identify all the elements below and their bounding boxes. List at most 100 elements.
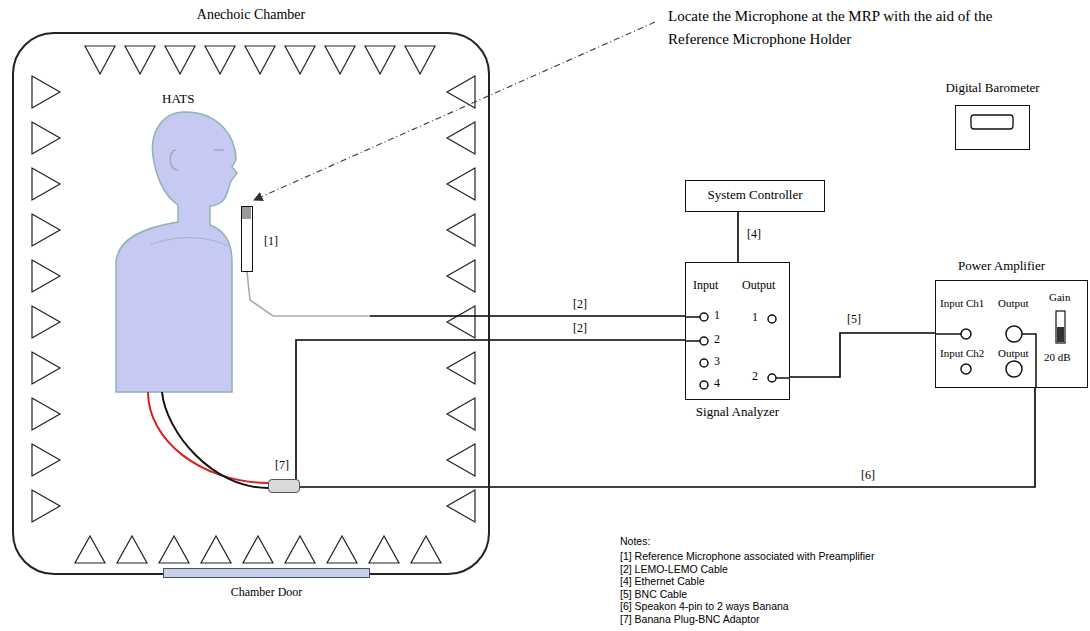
input-port — [700, 359, 708, 367]
absorber-wedge — [32, 490, 60, 522]
absorber-wedge — [32, 398, 60, 430]
callout-number: [1] — [264, 235, 278, 249]
absorber-wedge — [447, 490, 475, 522]
absorber-wedge — [32, 306, 60, 338]
device-title: Digital Barometer — [945, 81, 1039, 96]
absorber-wedge — [447, 168, 475, 200]
absorber-wedge — [325, 46, 355, 74]
absorber-wedge — [75, 536, 105, 563]
panel-label: Input Ch1 — [940, 297, 984, 310]
device-title: Power Amplifier — [958, 259, 1045, 274]
absorber-wedge — [369, 536, 399, 563]
absorber-wedge — [165, 46, 195, 74]
chamber-door: Chamber Door — [163, 568, 370, 578]
signal-analyzer: Signal AnalyzerInputOutput123412 — [685, 262, 790, 400]
panel-label: Output — [998, 297, 1029, 310]
absorber-wedge — [447, 260, 475, 292]
panel-label: Output — [998, 347, 1029, 360]
panel-label: Input Ch2 — [940, 347, 984, 360]
port-stub — [936, 333, 961, 335]
digital-barometer: Digital Barometer — [955, 105, 1030, 150]
absorber-wedge — [245, 46, 275, 74]
black-wire — [162, 392, 268, 488]
absorber-wedge — [32, 214, 60, 246]
port-group-label: Output — [742, 279, 775, 293]
note-text: [1] Reference Microphone associated with… — [620, 550, 874, 562]
absorber-wedge — [447, 76, 475, 108]
port-number: 2 — [714, 333, 720, 347]
port-stub — [1022, 334, 1036, 388]
note-text: [7] Banana Plug-BNC Adaptor — [620, 613, 760, 625]
input-port — [961, 329, 971, 339]
absorber-wedge — [85, 46, 115, 74]
output-port — [1006, 326, 1022, 342]
note-text: [6] Speakon 4-pin to 2 ways Banana — [620, 600, 789, 612]
hats-silhouette — [116, 112, 237, 392]
absorber-wedge — [285, 536, 315, 563]
cable-callout: [6] — [860, 469, 876, 483]
absorber-wedge — [32, 168, 60, 200]
absorber-wedge — [125, 46, 155, 74]
absorber-wedge — [447, 306, 475, 338]
box-label: System Controller — [708, 188, 803, 203]
device-title: Signal Analyzer — [696, 405, 779, 420]
chamber-title: Anechoic Chamber — [197, 7, 305, 23]
absorber-wedge — [32, 122, 60, 154]
note-text: [2] LEMO-LEMO Cable — [620, 563, 728, 575]
absorber-wedge — [447, 352, 475, 384]
input-port — [700, 337, 708, 345]
cable-callout: [5] — [846, 313, 862, 327]
absorber-wedge — [117, 536, 147, 563]
absorber-wedge — [447, 444, 475, 476]
port-stub — [686, 316, 700, 318]
microphone-capsule — [242, 207, 251, 219]
cable — [300, 388, 1035, 487]
absorber-wedge — [32, 260, 60, 292]
output-port — [768, 315, 776, 323]
cable — [296, 340, 685, 479]
port-number: 1 — [752, 311, 758, 325]
absorber-wedge — [285, 46, 315, 74]
absorber-wedge — [32, 352, 60, 384]
input-port — [961, 364, 971, 374]
cable — [247, 272, 685, 316]
instruction-note: Locate the Microphone at the MRP with th… — [668, 5, 1018, 51]
cable — [737, 212, 739, 262]
barometer-display — [971, 115, 1013, 129]
absorber-wedge — [405, 46, 435, 74]
port-stub — [776, 377, 790, 379]
port-number: 2 — [752, 370, 758, 384]
cable-callout: [4] — [746, 228, 762, 242]
hats-shoulder-line — [150, 238, 228, 246]
absorber-wedge — [205, 46, 235, 74]
bnc-adaptor: [7] — [268, 479, 300, 493]
red-wire — [148, 392, 268, 483]
cable-callout: [2] — [572, 298, 588, 312]
system-controller: System Controller — [685, 180, 825, 212]
absorber-wedge — [32, 444, 60, 476]
door-label: Chamber Door — [231, 586, 303, 600]
digital-barometer-detail — [956, 106, 1029, 149]
absorber-wedge — [32, 76, 60, 108]
absorber-wedge — [411, 536, 441, 563]
absorber-wedge — [201, 536, 231, 563]
cable — [790, 333, 935, 377]
absorber-wedges — [32, 46, 475, 563]
figure-label: HATS — [162, 92, 195, 107]
power-amplifier: Power AmplifierInput Ch1Input Ch2OutputO… — [935, 280, 1088, 388]
absorber-wedge — [365, 46, 395, 74]
absorber-wedge — [447, 122, 475, 154]
absorber-wedge — [243, 536, 273, 563]
port-number: 1 — [714, 309, 720, 323]
input-port — [700, 313, 708, 321]
notes-heading: Notes: — [620, 535, 650, 547]
gain-slider — [1056, 311, 1065, 343]
absorber-wedge — [447, 398, 475, 430]
note-text: [5] BNC Cable — [620, 588, 687, 600]
cable-callout: [2] — [572, 322, 588, 336]
input-port — [700, 381, 708, 389]
absorber-wedge — [159, 536, 189, 563]
absorber-wedge — [447, 214, 475, 246]
leader-line — [254, 22, 655, 200]
hats-ear — [170, 150, 178, 170]
